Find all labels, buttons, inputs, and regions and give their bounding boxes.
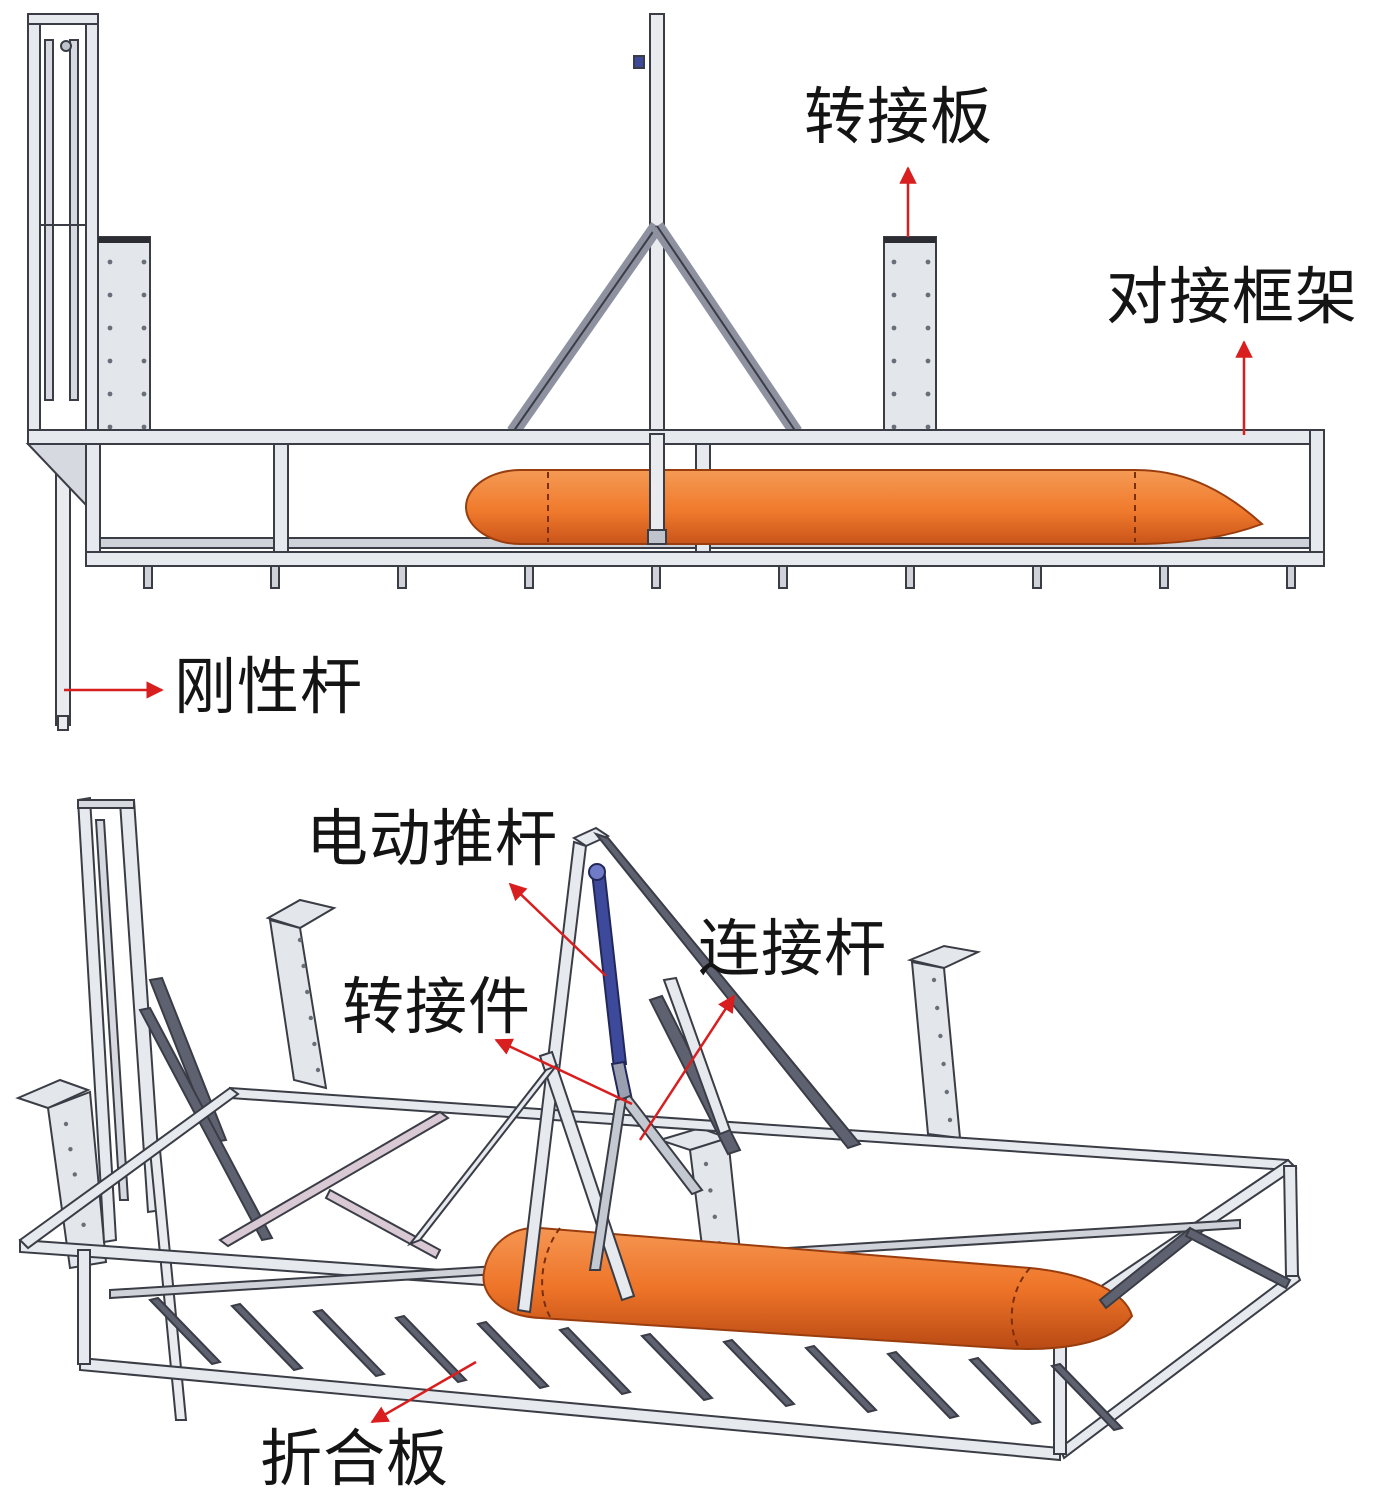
iso-bolt-hole <box>931 977 937 983</box>
iso-bolt-hole <box>935 1005 940 1011</box>
iso-bolt-hole <box>708 1188 713 1193</box>
side-view-assembly <box>25 13 1325 731</box>
rigid-rod <box>55 434 71 731</box>
callout-arrows <box>64 166 1253 1424</box>
iso-right-end-brace <box>1098 1226 1292 1310</box>
folding-plate-ribs <box>148 1296 1124 1432</box>
bolt-hole <box>107 358 113 364</box>
capsule-side <box>464 469 1264 545</box>
folding-plate-rib <box>476 1320 550 1390</box>
iso-bolt-hole <box>68 1147 73 1152</box>
iso-adapter-plate-back-left <box>265 898 337 1090</box>
bolt-hole <box>107 391 113 397</box>
center-a-frame <box>507 13 802 437</box>
left-tower <box>27 13 99 440</box>
frame-foot <box>397 565 407 589</box>
iso-bolt-hole <box>712 1214 717 1220</box>
bolt-hole <box>141 424 147 430</box>
bolt-hole <box>891 391 897 397</box>
center-post-foot <box>647 529 667 545</box>
frame-foot <box>905 565 915 589</box>
bolt-hole <box>141 292 147 298</box>
arrow-electric-pusher <box>508 882 607 977</box>
folding-plate-rib <box>640 1332 714 1402</box>
bolt-hole <box>141 358 147 364</box>
bolt-hole <box>891 424 897 430</box>
iso-bolt-hole <box>308 1015 313 1021</box>
frame-foot <box>270 565 280 589</box>
frame-foot <box>143 565 153 589</box>
label-connecting-rod: 连接杆 <box>698 912 888 985</box>
iso-bolt-hole <box>63 1121 69 1127</box>
bolt-hole <box>107 292 113 298</box>
iso-bolt-hole <box>941 1061 946 1067</box>
frame-foot <box>651 565 661 589</box>
label-electric-pusher: 电动推杆 <box>306 802 559 875</box>
iso-bolt-hole <box>81 1222 86 1228</box>
iso-a-frame <box>406 826 862 1314</box>
bolt-hole <box>107 259 113 265</box>
iso-bolt-hole <box>301 963 306 969</box>
bolt-hole <box>925 358 931 364</box>
iso-bolt-hole <box>305 989 310 995</box>
folding-plate-rib <box>312 1308 386 1378</box>
folding-plate-rib <box>230 1302 304 1372</box>
folding-plate-rib <box>886 1350 960 1420</box>
label-docking-frame: 对接框架 <box>1106 260 1359 333</box>
isometric-view-assembly <box>15 796 1302 1462</box>
iso-bolt-hole <box>297 937 303 943</box>
frame-foot <box>524 565 534 589</box>
electric-pusher <box>588 863 634 1104</box>
bolt-hole <box>925 424 931 430</box>
iso-bolt-hole <box>315 1067 321 1073</box>
frame-foot <box>1159 565 1169 589</box>
iso-bolt-hole <box>312 1041 317 1047</box>
iso-bolt-hole <box>944 1089 949 1095</box>
folding-plate-rib <box>558 1326 632 1396</box>
adapter-plate-right <box>883 236 937 444</box>
label-adapter-plate: 转接板 <box>804 80 994 153</box>
iso-left-tower <box>76 796 274 1244</box>
bolt-hole <box>925 325 931 331</box>
arrow-adapter-piece <box>494 1038 633 1106</box>
folding-plate-rib <box>1050 1362 1124 1432</box>
adapter-plate-left <box>97 236 151 444</box>
iso-bolt-hole <box>72 1172 78 1177</box>
center-post <box>649 433 665 539</box>
iso-bolt-hole <box>938 1033 943 1039</box>
iso-back-braces <box>218 1110 450 1260</box>
label-adapter-piece: 转接件 <box>342 970 532 1043</box>
plate-bolt-holes <box>107 259 931 430</box>
folding-plate-rib <box>968 1356 1042 1426</box>
bolt-hole <box>141 391 147 397</box>
folding-plate-rib <box>148 1296 222 1366</box>
bolt-hole <box>891 358 897 364</box>
bolt-hole <box>891 259 897 265</box>
frame-foot <box>778 565 788 589</box>
bolt-hole <box>925 259 931 265</box>
label-rigid-rod: 刚性杆 <box>174 650 364 723</box>
bolt-hole <box>141 325 147 331</box>
bolt-hole <box>925 391 931 397</box>
bolt-hole <box>141 259 147 265</box>
bolt-hole <box>925 292 931 298</box>
arrow-folding-plate <box>370 1360 477 1424</box>
bolt-hole <box>891 325 897 331</box>
frame-foot <box>1286 565 1296 589</box>
iso-adapter-plate-back-right <box>906 944 982 1140</box>
label-folding-plate: 折合板 <box>260 1422 450 1495</box>
arrow-connecting-rod <box>638 994 736 1141</box>
frame-feet <box>143 565 1296 589</box>
frame-foot <box>1032 565 1042 589</box>
folding-plate-rib <box>394 1314 468 1384</box>
bolt-hole <box>107 424 113 430</box>
folding-plate-rib <box>804 1344 878 1414</box>
iso-bolt-hole <box>947 1117 953 1123</box>
iso-bolt-hole <box>703 1161 709 1167</box>
bolt-hole <box>107 325 113 331</box>
folding-plate-rib <box>722 1338 796 1408</box>
bolt-hole <box>891 292 897 298</box>
